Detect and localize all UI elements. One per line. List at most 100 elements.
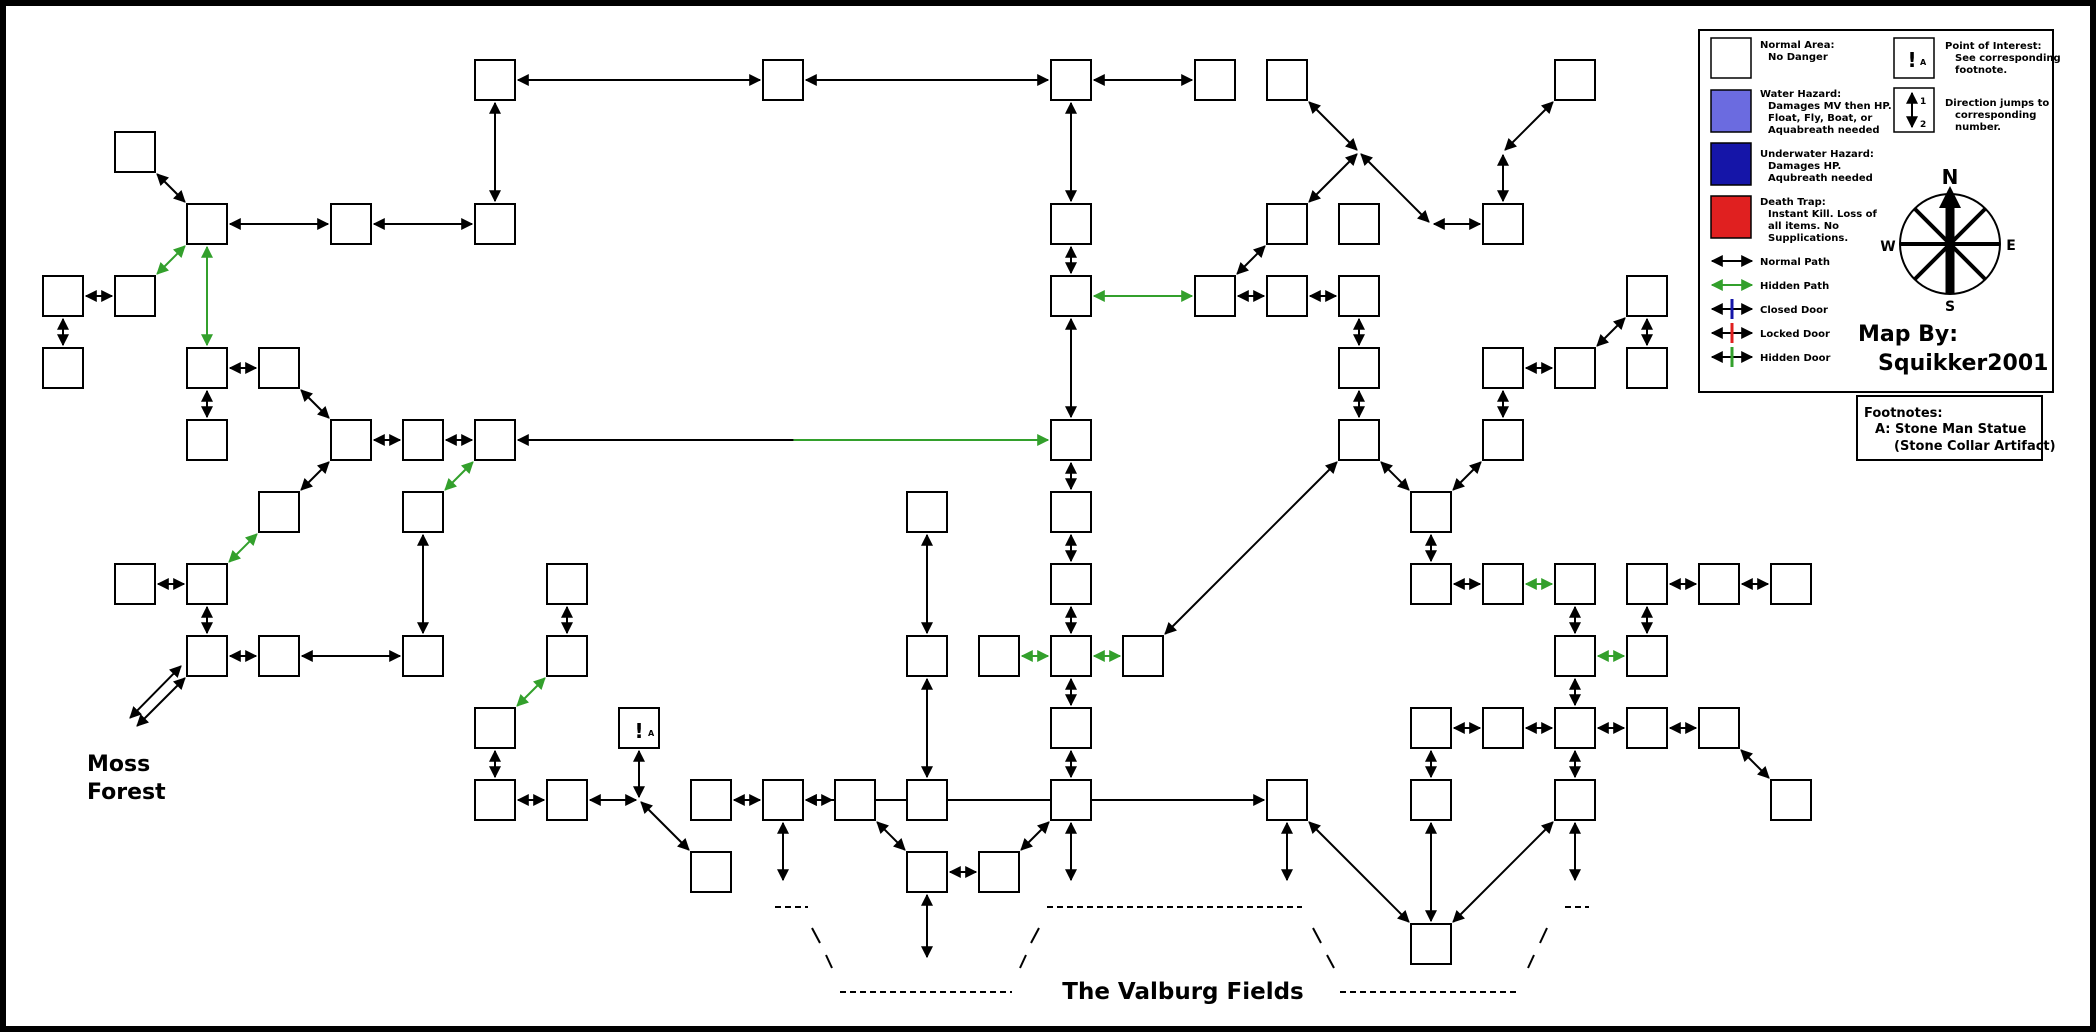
map-room[interactable] — [1554, 59, 1596, 101]
map-room[interactable] — [1410, 563, 1452, 605]
map-room[interactable] — [978, 851, 1020, 893]
map-room[interactable] — [1770, 779, 1812, 821]
map-room[interactable] — [546, 779, 588, 821]
map-room[interactable] — [186, 635, 228, 677]
map-room[interactable] — [1338, 347, 1380, 389]
map-room[interactable] — [1338, 275, 1380, 317]
map-room[interactable] — [1626, 347, 1668, 389]
map-room[interactable] — [546, 563, 588, 605]
map-room[interactable] — [1122, 635, 1164, 677]
svg-text:Hidden Path: Hidden Path — [1760, 281, 1829, 292]
footnotes-title: Footnotes: — [1864, 406, 1943, 421]
svg-text:1: 1 — [1920, 97, 1926, 107]
svg-text:Direction jumps to: Direction jumps to — [1945, 98, 2049, 109]
map-room[interactable] — [1050, 275, 1092, 317]
map-room[interactable] — [1698, 707, 1740, 749]
map-room[interactable] — [474, 779, 516, 821]
map-room[interactable] — [1770, 563, 1812, 605]
map-room[interactable] — [1050, 563, 1092, 605]
svg-text:Aqubreath needed: Aqubreath needed — [1768, 173, 1873, 184]
legend-water-hazard-swatch — [1710, 89, 1752, 133]
map-room[interactable] — [186, 419, 228, 461]
map-room[interactable] — [1410, 923, 1452, 965]
map-room[interactable] — [1554, 635, 1596, 677]
compass-east: E — [2006, 238, 2016, 254]
map-room[interactable] — [690, 851, 732, 893]
map-room[interactable] — [1554, 347, 1596, 389]
map-room[interactable] — [474, 59, 516, 101]
map-room[interactable] — [1266, 203, 1308, 245]
map-room[interactable] — [1194, 275, 1236, 317]
map-room[interactable] — [258, 491, 300, 533]
map-room[interactable] — [1482, 419, 1524, 461]
map-room[interactable] — [186, 563, 228, 605]
moss-forest-label-line2: Forest — [87, 780, 166, 805]
map-room[interactable] — [402, 491, 444, 533]
map-room[interactable] — [906, 851, 948, 893]
svg-text:corresponding: corresponding — [1955, 110, 2036, 121]
map-room[interactable] — [1626, 635, 1668, 677]
map-room[interactable] — [42, 347, 84, 389]
exclamation-icon: ! — [634, 719, 643, 743]
map-room[interactable] — [1626, 275, 1668, 317]
map-room[interactable] — [330, 203, 372, 245]
map-room[interactable] — [546, 635, 588, 677]
map-room[interactable] — [474, 707, 516, 749]
map-room[interactable] — [1554, 779, 1596, 821]
footnote-a: A: Stone Man Statue — [1875, 422, 2026, 437]
map-room[interactable] — [690, 779, 732, 821]
map-room[interactable] — [114, 563, 156, 605]
map-room[interactable] — [1554, 707, 1596, 749]
map-room[interactable] — [906, 635, 948, 677]
map-room[interactable] — [834, 779, 876, 821]
map-room[interactable] — [402, 635, 444, 677]
map-room[interactable] — [1410, 491, 1452, 533]
map-room[interactable] — [186, 347, 228, 389]
map-room[interactable] — [1482, 707, 1524, 749]
map-room[interactable] — [114, 131, 156, 173]
map-room[interactable] — [762, 59, 804, 101]
map-room[interactable] — [1050, 203, 1092, 245]
map-room[interactable] — [1194, 59, 1236, 101]
map-room[interactable] — [1338, 419, 1380, 461]
map-room[interactable] — [42, 275, 84, 317]
map-room[interactable] — [1266, 275, 1308, 317]
map-room[interactable] — [1050, 635, 1092, 677]
map-room[interactable] — [402, 419, 444, 461]
map-room[interactable] — [258, 635, 300, 677]
map-room[interactable] — [906, 779, 948, 821]
compass-south: S — [1945, 299, 1955, 315]
map-credit-line1: Map By: — [1858, 322, 1958, 347]
map-room[interactable] — [1266, 59, 1308, 101]
map-room[interactable] — [762, 779, 804, 821]
point-of-interest-room[interactable]: ! A — [618, 707, 660, 749]
map-room[interactable] — [1338, 203, 1380, 245]
map-room[interactable] — [1050, 707, 1092, 749]
map-room[interactable] — [474, 419, 516, 461]
map-room[interactable] — [1698, 563, 1740, 605]
map-room[interactable] — [1050, 491, 1092, 533]
map-room[interactable] — [1266, 779, 1308, 821]
map-room[interactable] — [1410, 707, 1452, 749]
map-room[interactable] — [330, 419, 372, 461]
map-room[interactable] — [1482, 347, 1524, 389]
map-room[interactable] — [474, 203, 516, 245]
map-room[interactable] — [906, 491, 948, 533]
map-room[interactable] — [114, 275, 156, 317]
map-room[interactable] — [1626, 563, 1668, 605]
map-room[interactable] — [258, 347, 300, 389]
map-room[interactable] — [186, 203, 228, 245]
normal-path-arrow — [1360, 153, 1430, 223]
map-room[interactable] — [1554, 563, 1596, 605]
hidden-path-arrow — [444, 461, 474, 491]
map-room[interactable] — [1482, 563, 1524, 605]
valburg-fields-boundary — [775, 906, 1589, 993]
map-room[interactable] — [1626, 707, 1668, 749]
map-room[interactable] — [1050, 419, 1092, 461]
map-room[interactable] — [1050, 779, 1092, 821]
map-room[interactable] — [1482, 203, 1524, 245]
map-room[interactable] — [978, 635, 1020, 677]
map-room[interactable] — [1410, 779, 1452, 821]
map-room[interactable] — [1050, 59, 1092, 101]
